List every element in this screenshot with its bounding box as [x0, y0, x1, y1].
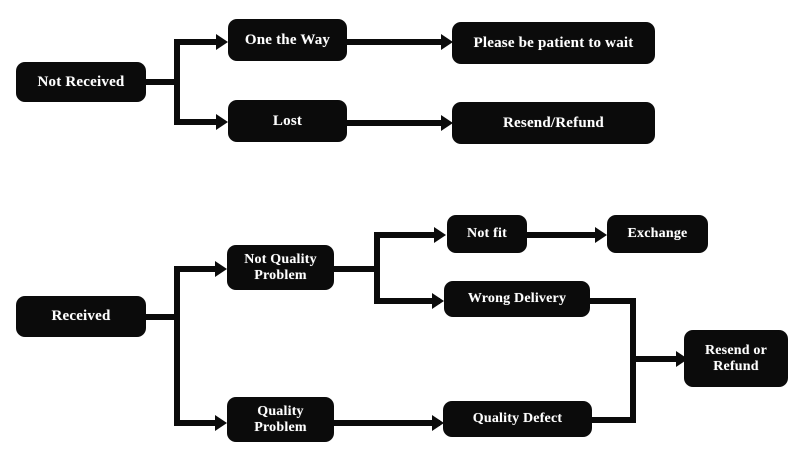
connector-quality-problem-to-quality-defect: [332, 420, 440, 426]
connector-junction-vertical-top: [174, 39, 180, 125]
node-exchange[interactable]: Exchange: [607, 215, 708, 253]
node-received[interactable]: Received: [16, 296, 146, 337]
arrowhead-to-wrong-delivery: [432, 293, 444, 309]
arrowhead-to-exchange: [595, 227, 607, 243]
connector-subjunction-to-not-fit: [374, 232, 440, 238]
arrowhead-to-please-wait: [441, 34, 453, 50]
node-not-quality-problem[interactable]: Not Quality Problem: [227, 245, 334, 290]
node-not-fit[interactable]: Not fit: [447, 215, 527, 253]
arrowhead-to-one-the-way: [216, 34, 228, 50]
node-quality-defect[interactable]: Quality Defect: [443, 401, 592, 437]
node-one-the-way[interactable]: One the Way: [228, 19, 347, 61]
node-lost[interactable]: Lost: [228, 100, 347, 142]
node-quality-problem-line1: Quality: [257, 403, 304, 419]
arrowhead-to-resend-refund: [441, 115, 453, 131]
connector-not-received-to-junction: [144, 79, 180, 85]
node-quality-problem[interactable]: Quality Problem: [227, 397, 334, 442]
connector-junction-to-one-the-way: [174, 39, 222, 45]
node-resend-refund[interactable]: Resend/Refund: [452, 102, 655, 144]
connector-lost-to-resend-refund: [345, 120, 447, 126]
node-resend-or-refund[interactable]: Resend or Refund: [684, 330, 788, 387]
node-not-quality-problem-line1: Not Quality: [244, 251, 317, 267]
connector-one-the-way-to-please-wait: [345, 39, 447, 45]
connector-quality-defect-to-merge: [588, 417, 636, 423]
arrowhead-to-not-fit: [434, 227, 446, 243]
connector-not-fit-to-exchange: [525, 232, 601, 238]
node-resend-or-refund-line2: Refund: [713, 358, 759, 374]
connector-subjunction-vertical: [374, 232, 380, 304]
arrowhead-to-quality-defect: [432, 415, 444, 431]
connector-received-to-junction: [144, 314, 180, 320]
connector-subjunction-to-wrong-delivery: [374, 298, 440, 304]
connector-junction-to-not-quality-problem: [174, 266, 221, 272]
connector-wrong-delivery-to-merge: [588, 298, 636, 304]
node-not-quality-problem-line2: Problem: [254, 267, 307, 283]
node-please-be-patient-to-wait[interactable]: Please be patient to wait: [452, 22, 655, 64]
connector-junction-vertical-bottom: [174, 266, 180, 426]
connector-not-quality-problem-to-subjunction: [332, 266, 380, 272]
arrowhead-to-lost: [216, 114, 228, 130]
arrowhead-to-not-quality-problem: [215, 261, 227, 277]
node-resend-or-refund-line1: Resend or: [704, 342, 768, 358]
arrowhead-to-quality-problem: [215, 415, 227, 431]
node-not-received[interactable]: Not Received: [16, 62, 146, 102]
connector-merge-to-resend-or-refund: [630, 356, 682, 362]
connector-junction-to-lost: [174, 119, 222, 125]
node-quality-problem-line2: Problem: [254, 419, 307, 435]
node-wrong-delivery[interactable]: Wrong Delivery: [444, 281, 590, 317]
connector-junction-to-quality-problem: [174, 420, 221, 426]
